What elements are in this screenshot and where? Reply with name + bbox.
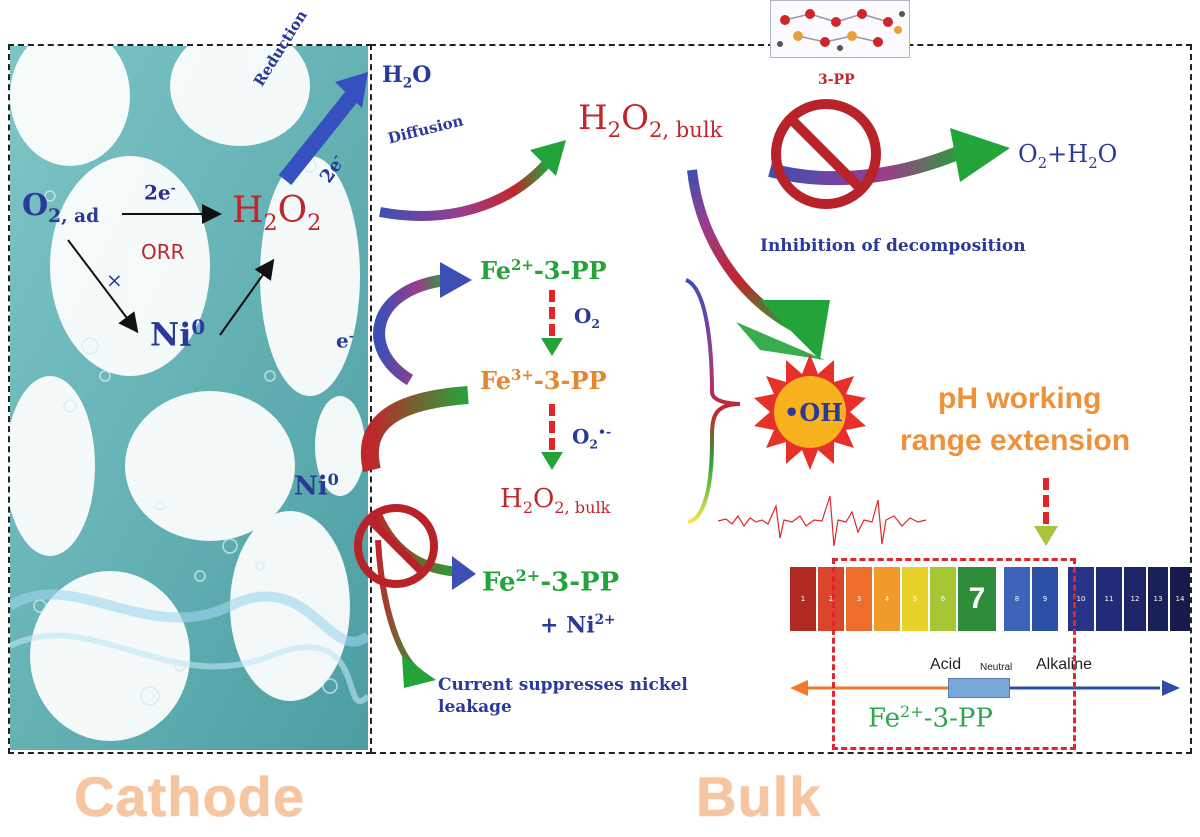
o2-mid-label: O2 — [574, 304, 601, 331]
cathode-frame — [8, 44, 372, 754]
ph-segment: 2 — [818, 567, 844, 631]
signal-trace — [718, 495, 927, 547]
ph-segment: 10 — [1068, 567, 1094, 631]
fe2-3pp-bottom-label: Fe2+-3-PP — [482, 566, 620, 598]
current-suppresses-label: Current suppresses nickel leakage — [438, 675, 688, 717]
ph-segment: 9 — [1032, 567, 1058, 631]
ph-segment: 4 — [874, 567, 900, 631]
ph-segment: 6 — [930, 567, 956, 631]
o2-ad-label: O2, ad — [22, 188, 100, 227]
neutral-label: Neutral — [980, 662, 1013, 673]
ph-segment: 3 — [846, 567, 872, 631]
ni0-bulk-label: Ni0 — [294, 470, 339, 502]
ph-segment: 14 — [1170, 567, 1190, 631]
h2o2-cathode-label: H2O2 — [232, 190, 322, 237]
cathode-section-label: Cathode — [74, 765, 305, 828]
fe2-3pp-top-label: Fe2+-3-PP — [480, 256, 607, 285]
prohibition-icon — [771, 99, 881, 209]
ph-title-line1: pH working — [938, 382, 1102, 415]
acid-label: Acid — [930, 656, 962, 673]
electron-label: e- — [336, 328, 354, 353]
fe2-3pp-range-label: Fe2+-3-PP — [868, 702, 993, 734]
oh-radical-label: •OH — [784, 398, 843, 427]
orr-label: ORR — [141, 240, 185, 264]
h2o-top-label: H2O — [382, 62, 432, 92]
fe3-3pp-label: Fe3+-3-PP — [480, 366, 607, 395]
cross-mark: × — [106, 268, 123, 292]
ph-range-box — [832, 558, 1076, 750]
three-pp-molecule-image — [770, 0, 910, 58]
h2o2-bulk-bottom-label: H2O2, bulk — [500, 484, 611, 518]
inhibition-label: Inhibition of decomposition — [760, 236, 1026, 256]
two-electron-label: 2e- — [144, 180, 176, 205]
alkaline-label: Alkaline — [1036, 656, 1093, 673]
ph-segment: 11 — [1096, 567, 1122, 631]
o2-h2o-label: O2+H2O — [1018, 140, 1118, 172]
h2o2-bulk-label: H2O2, bulk — [578, 98, 723, 142]
ph-direction-arrows — [790, 680, 1180, 696]
ni2-plus-label: + Ni2+ — [540, 612, 616, 639]
oh-radical-sun-icon — [754, 354, 866, 470]
prohibition-icon-bottom — [354, 504, 438, 588]
three-pp-label: 3-PP — [818, 72, 855, 88]
o2-radical-label: O2•- — [572, 424, 612, 452]
ni0-cathode-label: Ni0 — [150, 315, 206, 354]
ph-title-line2: range extension — [900, 424, 1131, 457]
ph-segment: 8 — [1004, 567, 1030, 631]
ph-neutral-seven: 7 — [958, 567, 996, 631]
ph-segment: 5 — [902, 567, 928, 631]
ph-segment: 13 — [1148, 567, 1168, 631]
ph-segment: 12 — [1124, 567, 1146, 631]
bulk-section-label: Bulk — [696, 765, 822, 828]
neutral-box — [948, 678, 1010, 698]
ph-segment: 1 — [790, 567, 816, 631]
